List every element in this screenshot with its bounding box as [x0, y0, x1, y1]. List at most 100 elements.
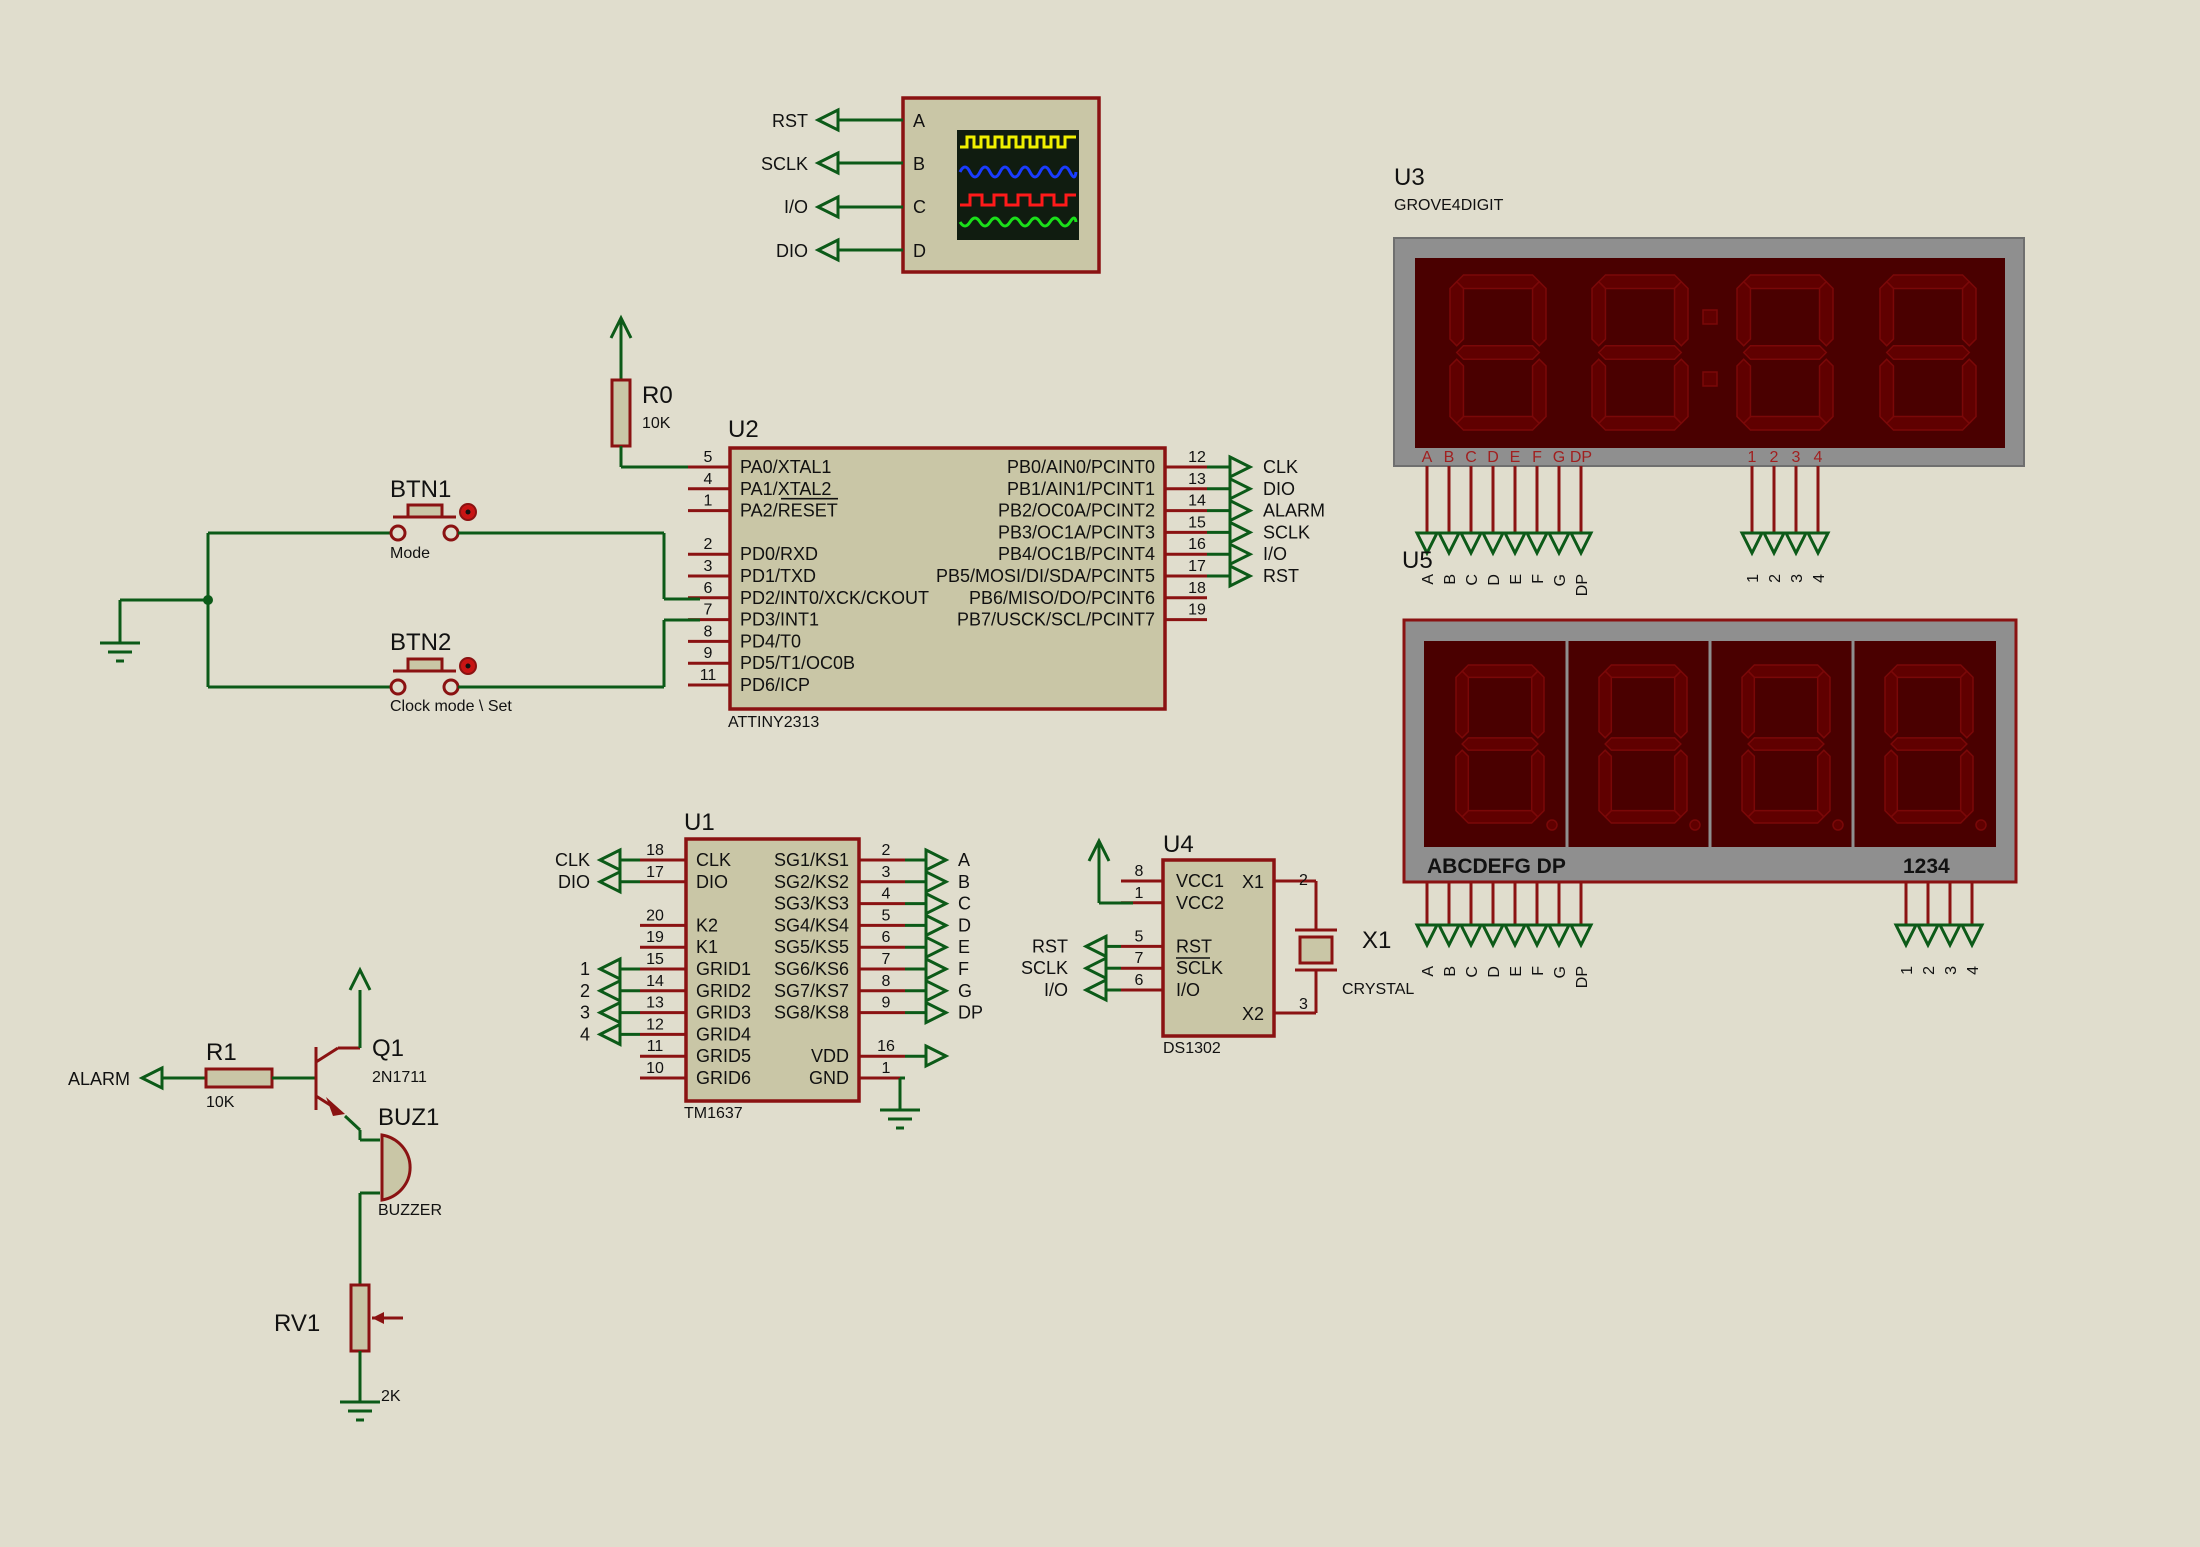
u5-net-label: B [1442, 966, 1459, 977]
u5-net-label: 2 [1921, 966, 1938, 975]
u2-pin-name: PD5/T1/OC0B [740, 653, 855, 673]
net-label: E [958, 937, 970, 957]
u3-net-label: C [1464, 574, 1481, 586]
u3-seg-pin-label: C [1465, 449, 1477, 466]
u3-seg-pin-label: B [1444, 449, 1455, 466]
u3-net-label: D [1486, 574, 1503, 586]
net-label: ALARM [1263, 501, 1325, 521]
alarm-circuit[interactable]: ALARM R1 10K Q1 2N1711 BUZ1 BUZZER RV1 [68, 966, 442, 1422]
resistor-r0[interactable]: R0 10K [609, 314, 700, 469]
u1-pin-number: 1 [882, 1060, 891, 1077]
scope-pin-c-label: C [913, 197, 926, 217]
u3-seg-pin-label: DP [1570, 449, 1592, 466]
q1-ref: Q1 [372, 1035, 404, 1062]
u1-pin-name: SG2/KS2 [774, 872, 849, 892]
net-arrow [924, 847, 950, 873]
u2-pin-name: PD4/T0 [740, 631, 801, 651]
scope-pin-a-label: A [913, 111, 925, 131]
u5-net-label: 3 [1943, 966, 1960, 975]
net-arrow [1458, 531, 1484, 557]
u2-pin-name: PB1/AIN1/PCINT1 [1007, 479, 1155, 499]
u1-pin-number: 5 [882, 907, 891, 924]
net-arrow [596, 978, 622, 1004]
u3-net-label: 3 [1789, 574, 1806, 583]
u1-pin-number: 3 [882, 864, 891, 881]
u3-net-label: B [1442, 574, 1459, 585]
x1-ref: X1 [1362, 927, 1391, 954]
u5-seg-label: ABCDEFG DP [1427, 855, 1566, 878]
scope-pin-d-label: D [913, 241, 926, 261]
u3-net-label: DP [1574, 574, 1591, 596]
u4-pin-number: 1 [1135, 885, 1144, 902]
button-btn1[interactable]: BTN1 Mode [389, 476, 700, 601]
buz1-ref: BUZ1 [378, 1104, 439, 1131]
u1-pin-name: SG8/KS8 [774, 1003, 849, 1023]
net-arrow [924, 1000, 950, 1026]
u5-net-label: 1 [1899, 966, 1916, 975]
net-label: SCLK [1263, 522, 1310, 542]
u3-net-label: E [1508, 574, 1525, 585]
net-arrow [1568, 923, 1594, 949]
u1-pin-name: DIO [696, 872, 728, 892]
scope-trace-a [960, 135, 1076, 149]
u3-grove4digit[interactable]: U3 GROVE4DIGIT AABBCCDDEEFFGGDPDP1122334… [1393, 164, 2025, 596]
u5-digit-label: 1234 [1903, 855, 1950, 878]
u5-dp-1 [1546, 819, 1558, 831]
net-label: B [958, 872, 970, 892]
net-arrow [924, 891, 950, 917]
oscilloscope[interactable]: A B C D RST SCLK I/O DIO [761, 96, 1101, 274]
scope-trace-b [958, 165, 1078, 179]
u2-pin-number: 12 [1188, 449, 1206, 466]
net-label: G [958, 981, 972, 1001]
u4-pin-name: RST [1176, 936, 1212, 956]
buz1-part: BUZZER [378, 1202, 442, 1219]
u2-pin-number: 7 [704, 602, 713, 619]
u2-pin-number: 9 [704, 645, 713, 662]
u1-pin-name: SG7/KS7 [774, 981, 849, 1001]
btn1-label: Mode [390, 545, 430, 562]
u4-part: DS1302 [1163, 1040, 1221, 1057]
u1-pin-name: VDD [811, 1046, 849, 1066]
crystal-x1[interactable]: 2 3 X1 CRYSTAL [1274, 872, 1414, 1015]
u1-pin-name: GRID2 [696, 981, 751, 1001]
scope-trace-d [958, 216, 1078, 228]
net-arrow [1458, 923, 1484, 949]
u1-pin-name: GRID4 [696, 1024, 751, 1044]
u1-pin-number: 12 [646, 1016, 664, 1033]
net-label: 1 [580, 959, 590, 979]
net-arrow [1546, 923, 1572, 949]
buzzer-symbol [380, 1133, 412, 1202]
u5-net-label: G [1552, 966, 1569, 978]
u2-pin-number: 4 [704, 471, 713, 488]
net-arrow [596, 1000, 622, 1026]
u1-pin-number: 15 [646, 951, 664, 968]
x1-part: CRYSTAL [1342, 981, 1414, 998]
net-arrow [1805, 531, 1831, 557]
r0-ref: R0 [642, 382, 673, 409]
u1-pin-number: 7 [882, 951, 891, 968]
u3-seg-pin-label: F [1532, 449, 1542, 466]
button-btn2[interactable]: BTN2 Clock mode \ Set [389, 618, 700, 715]
u1-pin-number: 13 [646, 995, 664, 1012]
u5-net-label: D [1486, 966, 1503, 978]
u5-net-label: F [1530, 966, 1547, 976]
x1-pin3-num: 3 [1299, 996, 1308, 1013]
net-label: 4 [580, 1024, 590, 1044]
u5-net-label: E [1508, 966, 1525, 977]
u3-net-label: F [1530, 574, 1547, 584]
u3-net-label: 1 [1745, 574, 1762, 583]
u3-colon-top [1702, 309, 1718, 325]
u2-pin-name: PD6/ICP [740, 675, 810, 695]
u1-pin-number: 16 [877, 1038, 895, 1055]
q1-part: 2N1711 [372, 1069, 427, 1086]
u2-pin-number: 6 [704, 580, 713, 597]
u3-digit-pin-label: 1 [1748, 449, 1757, 466]
net-label: RST [1263, 566, 1299, 586]
u3-seg-pin-label: D [1487, 449, 1499, 466]
u5-digit-4 [1884, 664, 1974, 824]
u1-pin-name: GRID3 [696, 1003, 751, 1023]
